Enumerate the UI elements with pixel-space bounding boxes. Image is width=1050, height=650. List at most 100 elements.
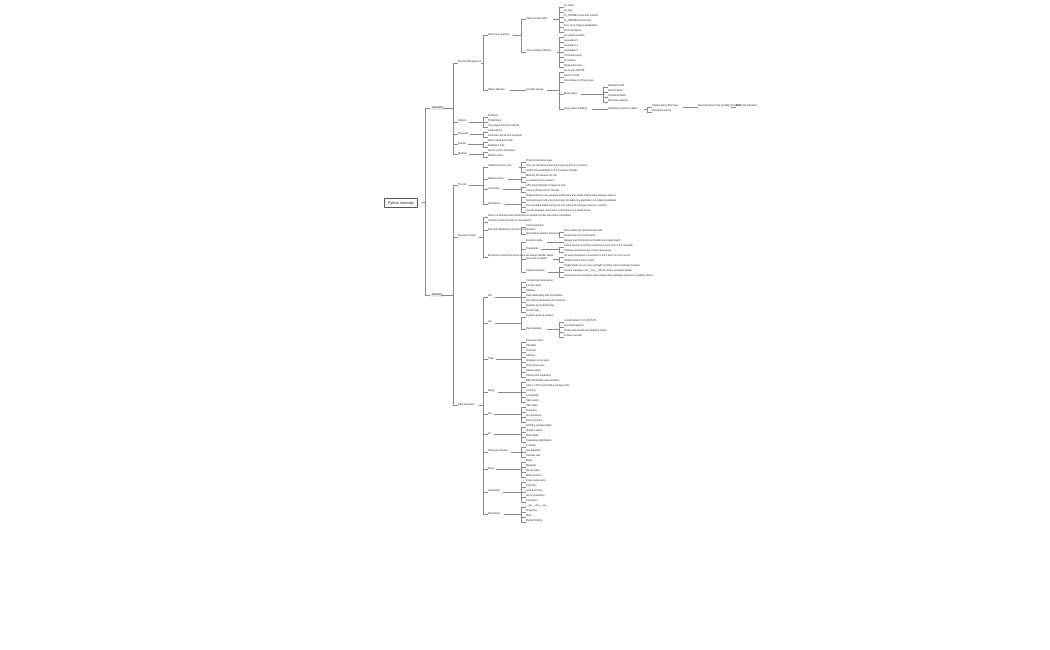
topic-node-the-gil[interactable]: The GIL — [458, 182, 467, 186]
topic-node-cycle-garbage-collector[interactable]: Cycle garbage collector — [526, 49, 551, 53]
topic-node-contention[interactable]: Contention — [488, 186, 500, 190]
leaf-node-arena-size-256-kib[interactable]: Arena size 256 KiB — [564, 69, 585, 73]
leaf-node-yield-from[interactable]: yield from — [526, 484, 537, 488]
topic-node-execution-model[interactable]: Execution model — [458, 234, 476, 238]
leaf-node-free-lists[interactable]: Free lists — [526, 349, 536, 353]
leaf-node-py-decref-decrements[interactable]: Py_DECREF decrements — [564, 19, 592, 23]
topic-node-dict[interactable]: Dict — [488, 294, 493, 298]
topic-node-alternatives[interactable]: Alternatives — [488, 201, 501, 205]
leaf-node-generators-and-coroutines-close-cleanly-[interactable]: Generators and coroutines close cleanly … — [564, 274, 653, 278]
leaf-node-frozenset[interactable]: Frozenset — [526, 409, 537, 413]
topic-node-zero-cost-try-blocks[interactable]: Zero-cost try blocks — [526, 256, 547, 260]
leaf-node-interning[interactable]: Interning — [526, 389, 536, 393]
topic-node-object-header-fields[interactable]: Object header fields — [526, 16, 548, 20]
topic-node-block-states[interactable]: Block states — [564, 91, 577, 95]
leaf-node-resizing-at-two-thirds-load[interactable]: Resizing at two thirds load — [526, 304, 554, 308]
leaf-node-free-threaded-builds-remove-the-gil-enti[interactable]: Free-threaded builds remove the GIL enti… — [526, 204, 607, 208]
leaf-node-packing-and-unpacking[interactable]: Packing and unpacking — [526, 374, 551, 378]
leaf-node-complex-pair[interactable]: Complex pair — [526, 454, 541, 458]
topic-node-exception-table[interactable]: Exception table — [526, 239, 543, 243]
leaf-node-hashable[interactable]: Hashable — [526, 344, 537, 348]
leaf-node-returned-memory[interactable]: Returned memory — [652, 109, 672, 113]
leaf-node-gc-module-interface[interactable]: gc module interface — [564, 34, 585, 38]
topic-node-cleanup-handlers[interactable]: Cleanup handlers — [526, 269, 545, 273]
leaf-node-30-bit-digits[interactable]: 30-bit digits — [526, 434, 539, 438]
leaf-node-growth-pattern-0-4-8-16-25-35[interactable]: Growth pattern 0 4 8 16 25 35 — [564, 319, 596, 323]
leaf-node-buffer-protocol[interactable]: Buffer protocol — [526, 474, 542, 478]
topic-node-bytecode[interactable]: Bytecode — [458, 131, 468, 135]
topic-node-over-allocation[interactable]: Over-allocation — [526, 326, 543, 330]
leaf-node-threshold-tuning[interactable]: Threshold tuning — [564, 54, 582, 58]
leaf-node-code-objects[interactable]: Code objects — [488, 129, 502, 133]
leaf-node-open-addressing-with-perturbation[interactable]: Open addressing with perturbation — [526, 294, 563, 298]
leaf-node-size-classes-in-8-byte-steps[interactable]: Size classes in 8 byte steps — [564, 79, 594, 83]
leaf-node-import-system-and-finders[interactable]: Import system and finders — [488, 149, 516, 153]
topic-node-int[interactable]: Int — [488, 431, 491, 435]
topic-node-string[interactable]: String — [488, 389, 495, 393]
leaf-node-repr-algorithm[interactable]: repr algorithm — [526, 449, 541, 453]
topic-node-large-object-handling[interactable]: Large object handling — [564, 106, 587, 110]
leaf-node-generation-0[interactable]: Generation 0 — [564, 39, 578, 43]
topic-node-data-structures[interactable]: Data structures — [458, 402, 475, 406]
leaf-node-pyvarobject[interactable]: PyVarObject — [488, 119, 502, 123]
leaf-node-only-one-thread-executes-bytecode-at-a-t[interactable]: Only one thread executes bytecode at a t… — [526, 164, 587, 168]
root-topic[interactable]: Python Internals — [384, 197, 418, 208]
leaf-node-source-is-tokenized-and-parsed-into-an-a[interactable]: Source is tokenized and parsed into an a… — [488, 214, 572, 218]
leaf-node-immortal-objects[interactable]: Immortal objects — [564, 29, 582, 33]
topic-node-objects-above-512-bytes[interactable]: Objects above 512 bytes — [652, 104, 679, 108]
leaf-node-set-operations[interactable]: Set operations — [526, 414, 542, 418]
leaf-node-method-binding[interactable]: Method binding — [526, 519, 543, 523]
leaf-node-cpu-bound-threads-compete-for-lock[interactable]: CPU-bound threads compete for lock — [526, 184, 566, 188]
leaf-node-zero-count-triggers-deallocation[interactable]: Zero count triggers deallocation — [564, 24, 598, 28]
leaf-node-ranges-map-instructions-to-handlers-and-[interactable]: Ranges map instructions to handlers and … — [564, 239, 621, 243]
leaf-node-evaluation-loop[interactable]: Evaluation loop — [488, 144, 505, 148]
topic-node-set[interactable]: Set — [488, 411, 492, 415]
topic-node-tuple[interactable]: Tuple — [488, 356, 494, 360]
leaf-node-struct-sequences[interactable]: Struct sequences — [526, 364, 545, 368]
leaf-node-weak-references[interactable]: Weak references — [564, 64, 583, 68]
leaf-node-pep-393-flexible-representation[interactable]: PEP 393 flexible representation — [526, 379, 560, 383]
topic-node-eval-loop-dispatches-opcodes-per-instruc[interactable]: Eval loop dispatches opcodes per instruc… — [488, 227, 536, 231]
leaf-node-py-incref-increments-counter[interactable]: Py_INCREF increments counter — [564, 14, 599, 18]
leaf-node-free-list-block[interactable]: Free list block — [608, 89, 623, 93]
leaf-node-dynamic-array-of-pointers[interactable]: Dynamic array of pointers — [526, 314, 554, 318]
leaf-node-context-managers-call-exit-with-the-acti[interactable]: Context managers call __exit__ with the … — [564, 269, 632, 273]
leaf-node-asyncio-provides-cooperative-concurrency[interactable]: Asyncio provides cooperative concurrency… — [526, 209, 591, 213]
leaf-node-caching[interactable]: Caching — [526, 354, 535, 358]
leaf-node-subinterpreters-with-a-per-interpreter-g[interactable]: Subinterpreters with a per interpreter G… — [526, 199, 617, 203]
topic-node-generators[interactable]: Generators — [488, 489, 500, 493]
topic-node-object-allocator[interactable]: Object allocator — [488, 87, 505, 91]
topic-node-frames[interactable]: Frames — [458, 141, 467, 145]
leaf-node-protects-interpreter-state[interactable]: Protects interpreter state — [526, 159, 553, 163]
leaf-node-finally-blocks-run-on-every-exit-path-in[interactable]: Finally blocks run on every exit path in… — [564, 264, 641, 268]
leaf-node-bytes[interactable]: Bytes — [526, 459, 532, 463]
topic-node-exceptions-unwind-the-frame-stack-and-se[interactable]: Exceptions unwind the frame stack and se… — [488, 254, 554, 258]
topic-node-specializing-adaptive-interpreter[interactable]: Specializing adaptive interpreter — [526, 231, 561, 235]
leaf-node-generation-2[interactable]: Generation 2 — [564, 49, 578, 53]
leaf-node-no-setup-instruction-is-executed-on-entr[interactable]: No setup instruction is executed on entr… — [564, 254, 631, 258]
leaf-node-properties[interactable]: Properties — [526, 509, 537, 513]
leaf-node-quickening-of-hot-instructions[interactable]: Quickening of hot instructions — [564, 234, 596, 238]
leaf-node-slots[interactable]: Slots — [526, 514, 532, 518]
leaf-node-c-extensions-can-release-it[interactable]: C extensions can release it — [526, 179, 555, 183]
leaf-node-insertion-order[interactable]: Insertion order — [526, 284, 542, 288]
leaf-node-version-tags[interactable]: Version tags — [526, 309, 540, 313]
leaf-node-direct-os-allocation[interactable]: Direct OS allocation — [736, 104, 758, 108]
leaf-node-latin-1-ucs-2-and-ucs-4-storage-kinds[interactable]: Latin-1, UCS-2 and UCS-4 storage kinds — [526, 384, 570, 388]
topic-node-objects[interactable]: Objects — [458, 119, 467, 123]
leaf-node-allocated-block[interactable]: Allocated block — [608, 84, 625, 88]
leaf-node-dummy-entries[interactable]: Dummy entries — [526, 419, 543, 423]
leaf-node-multiprocessing-uses-separate-interprete[interactable]: Multiprocessing uses separate interprete… — [526, 194, 616, 198]
leaf-node-linked-frames-record-line-numbers-for-ea[interactable]: Linked frames record line numbers for ea… — [564, 244, 633, 248]
leaf-node-sorting-with-timsort-and-galloping-mode[interactable]: Sorting with timsort and galloping mode — [564, 329, 606, 333]
leaf-node-pyobject[interactable]: PyObject — [488, 114, 498, 118]
leaf-node-inline-caches-for-attributes-and-calls[interactable]: Inline caches for attributes and calls — [564, 229, 603, 233]
leaf-node-small-int-cache[interactable]: Small int cache — [526, 429, 543, 433]
topic-node-memory-management[interactable]: Memory Management — [458, 60, 482, 64]
leaf-node-singleton-empty-tuple[interactable]: Singleton empty tuple — [526, 359, 549, 363]
leaf-node-computed-gotos[interactable]: Computed gotos — [526, 224, 544, 228]
leaf-node-frame-stack-and-locals[interactable]: Frame stack and locals — [488, 139, 513, 143]
leaf-node-untouched-block[interactable]: Untouched block — [608, 94, 626, 98]
leaf-node-frame-suspension[interactable]: Frame suspension — [526, 479, 546, 483]
topic-node-runtime[interactable]: Runtime — [430, 293, 444, 298]
